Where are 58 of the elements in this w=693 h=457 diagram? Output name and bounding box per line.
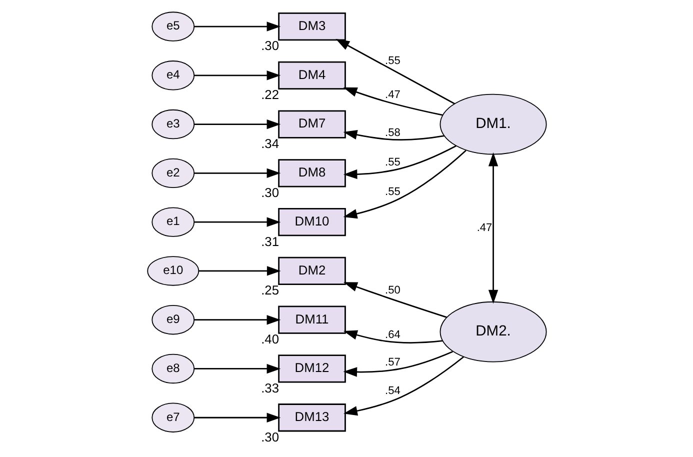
node-ellipse: e1 bbox=[151, 207, 194, 237]
node-label: .30 bbox=[260, 184, 279, 200]
edge-label: .47 bbox=[476, 222, 492, 234]
node-ellipse: e10 bbox=[146, 256, 199, 286]
node-label: .34 bbox=[260, 136, 279, 151]
node-box: DM3 bbox=[278, 12, 346, 41]
node-box: DM10 bbox=[278, 208, 346, 236]
edge-label: .50 bbox=[384, 284, 400, 297]
arrow bbox=[194, 22, 280, 32]
node-label: .22 bbox=[260, 87, 279, 102]
edge-label: .57 bbox=[384, 356, 400, 369]
node-label: .31 bbox=[260, 234, 279, 249]
arrow bbox=[194, 364, 280, 374]
node-ellipse: e8 bbox=[151, 354, 194, 384]
node-ellipse: e7 bbox=[151, 402, 194, 432]
arrow bbox=[342, 330, 442, 344]
arrow bbox=[194, 70, 280, 80]
arrow bbox=[342, 130, 444, 141]
node-ellipse: e3 bbox=[151, 109, 194, 140]
node-ellipse: DM2. bbox=[439, 301, 546, 362]
node-label: .30 bbox=[260, 38, 279, 54]
arrow bbox=[194, 119, 280, 130]
arrow bbox=[342, 150, 466, 219]
node-ellipse: e9 bbox=[151, 305, 194, 335]
node-ellipse: DM1. bbox=[439, 94, 546, 155]
edge-label: .58 bbox=[384, 126, 400, 139]
node-box: DM2 bbox=[278, 256, 346, 286]
node-box: DM11 bbox=[278, 306, 346, 334]
arrow bbox=[342, 351, 452, 377]
node-label: .40 bbox=[260, 332, 279, 347]
node-ellipse: e2 bbox=[151, 158, 194, 188]
node-label: .25 bbox=[260, 282, 279, 298]
node-label: .33 bbox=[260, 380, 279, 396]
node-label: .30 bbox=[260, 429, 279, 444]
arrow bbox=[194, 315, 280, 325]
node-box: DM4 bbox=[278, 61, 346, 90]
node-ellipse: e4 bbox=[151, 60, 194, 90]
arrow bbox=[343, 282, 446, 318]
edge-label: .64 bbox=[384, 328, 400, 341]
arrow bbox=[194, 412, 280, 422]
edge-label: .55 bbox=[384, 186, 400, 198]
edge-label: .55 bbox=[384, 54, 400, 67]
arrow bbox=[335, 38, 454, 104]
edge-label: .55 bbox=[384, 156, 400, 168]
node-box: DM12 bbox=[278, 354, 346, 383]
arrow bbox=[194, 168, 280, 178]
node-box: DM13 bbox=[278, 404, 346, 432]
node-box: DM7 bbox=[278, 110, 346, 138]
edge-label: .54 bbox=[384, 385, 400, 398]
edge-label: .47 bbox=[384, 89, 400, 102]
arrow bbox=[342, 145, 456, 180]
arrow bbox=[342, 87, 442, 116]
arrow bbox=[194, 217, 280, 227]
node-ellipse: e5 bbox=[151, 12, 194, 42]
arrow bbox=[198, 266, 280, 276]
arrow bbox=[488, 152, 498, 304]
node-box: DM8 bbox=[278, 159, 346, 188]
arrow bbox=[343, 356, 464, 416]
